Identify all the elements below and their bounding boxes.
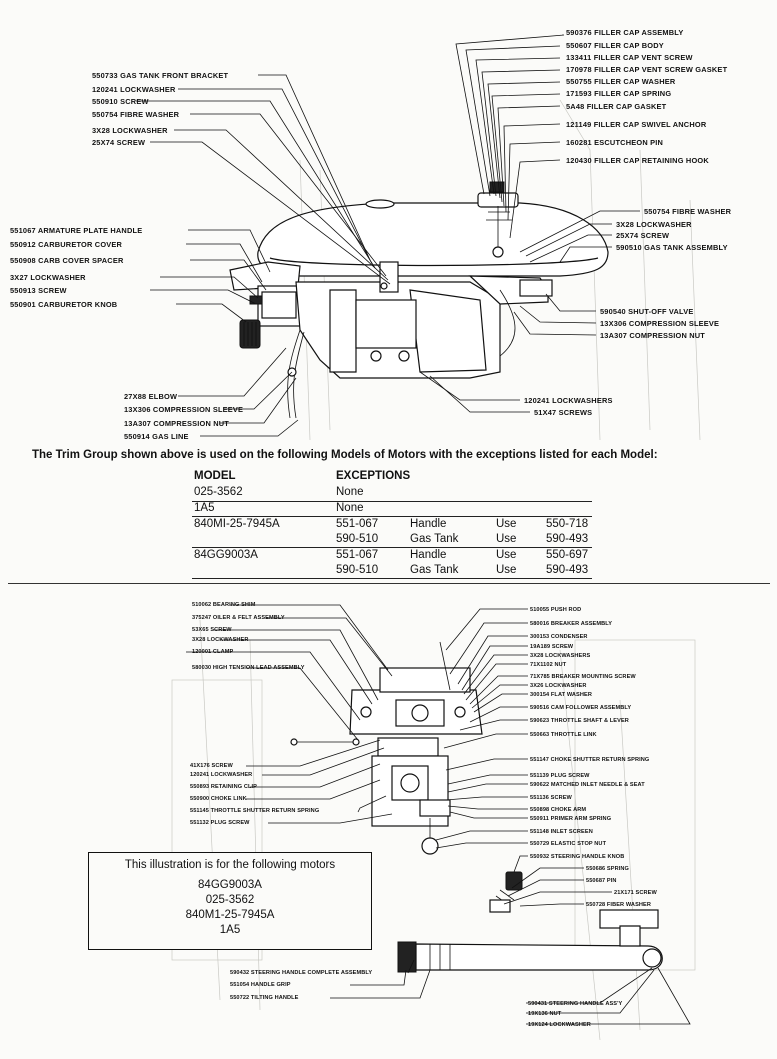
part-label: 550686 SPRING [586, 866, 629, 872]
bottom-left-labels: 510062 BEARING SHIM 375247 OILER & FELT … [190, 602, 372, 1001]
part-label: 300153 CONDENSER [530, 634, 588, 640]
section-divider [8, 583, 770, 584]
part-label: 121149 FILLER CAP SWIVEL ANCHOR [566, 120, 707, 129]
part-label: 551145 THROTTLE SHUTTER RETURN SPRING [190, 808, 319, 814]
motor-list-box: This illustration is for the following m… [88, 852, 372, 950]
part-label: 13A307 COMPRESSION NUT [600, 331, 705, 340]
part-label: 13A307 COMPRESSION NUT [124, 419, 229, 428]
motor-model: 1A5 [219, 924, 241, 936]
part-label: 3X27 LOCKWASHER [10, 273, 86, 282]
steering-handle-icon [397, 909, 663, 973]
part-label: 19A189 SCREW [530, 644, 574, 650]
part-label: 3X26 LOCKWASHER [530, 683, 587, 689]
part-label: 550932 STEERING HANDLE KNOB [530, 854, 624, 860]
part-label: 550910 SCREW [92, 97, 149, 106]
part-label: 120430 FILLER CAP RETAINING HOOK [566, 156, 709, 165]
part-label: 590516 CAM FOLLOWER ASSEMBLY [530, 705, 631, 711]
part-label: 551136 SCREW [530, 795, 573, 801]
part-label: 13X306 COMPRESSION SLEEVE [124, 405, 243, 414]
part-label: 590376 FILLER CAP ASSEMBLY [566, 28, 683, 37]
part-label: 550729 ELASTIC STOP NUT [530, 841, 607, 847]
part-label: 51X47 SCREWS [534, 408, 592, 417]
part-label: 550901 CARBURETOR KNOB [10, 300, 117, 309]
part-label: 120001 CLAMP [192, 649, 233, 655]
part-label: 550728 FIBER WASHER [586, 902, 651, 908]
part-label: 550754 FIBRE WASHER [644, 207, 732, 216]
part-label: 550898 CHOKE ARM [530, 807, 586, 813]
top-left-labels: 550733 GAS TANK FRONT BRACKET 120241 LOC… [10, 71, 243, 441]
part-label: 550900 CHOKE LINK [190, 796, 247, 802]
part-label: 550755 FILLER CAP WASHER [566, 77, 676, 86]
motor-model: 025-3562 [205, 894, 255, 906]
part-label: 580030 HIGH TENSION LEAD ASSEMBLY [192, 665, 305, 671]
part-label: 550908 CARB COVER SPACER [10, 256, 124, 265]
part-label: 13X306 COMPRESSION SLEEVE [600, 319, 719, 328]
part-label: 590432 STEERING HANDLE COMPLETE ASSEMBLY [230, 970, 372, 976]
bottom-right-labels: 510055 PUSH ROD 580016 BREAKER ASSEMBLY … [528, 607, 657, 1028]
part-label: 41X176 SCREW [190, 763, 233, 769]
part-label: 550913 SCREW [10, 286, 67, 295]
part-label: 25X74 SCREW [616, 231, 669, 240]
part-label: 120241 LOCKWASHER [92, 85, 176, 94]
part-label: 71X785 BREAKER MOUNTING SCREW [530, 674, 636, 680]
bottom-assembly-illustration [290, 641, 663, 973]
part-label: 170978 FILLER CAP VENT SCREW GASKET [566, 65, 728, 74]
part-label: 551148 INLET SCREEN [530, 829, 593, 835]
part-label: 21X171 SCREW [614, 890, 657, 896]
part-label: 551132 PLUG SCREW [190, 820, 250, 826]
part-label: 25X74 SCREW [92, 138, 145, 147]
part-label: 53X65 SCREW [192, 627, 232, 633]
part-label: 171593 FILLER CAP SPRING [566, 89, 671, 98]
part-label: 550733 GAS TANK FRONT BRACKET [92, 71, 229, 80]
part-label: 550914 GAS LINE [124, 432, 189, 441]
top-right-leader-lines [419, 34, 640, 413]
part-label: 19X136 NUT [528, 1011, 562, 1017]
part-label: 5A48 FILLER CAP GASKET [566, 102, 667, 111]
bottom-leader-lines [186, 604, 691, 1025]
part-label: 120241 LOCKWASHER [190, 772, 252, 778]
motor-list-title: This illustration is for the following m… [124, 859, 336, 871]
part-label: 120241 LOCKWASHERS [524, 396, 613, 405]
part-label: 133411 FILLER CAP VENT SCREW [566, 53, 693, 62]
part-label: 590510 GAS TANK ASSEMBLY [616, 243, 728, 252]
part-label: 3X28 LOCKWASHER [616, 220, 692, 229]
part-label: 551147 CHOKE SHUTTER RETURN SPRING [530, 757, 649, 763]
carburetor-knob-icon [239, 319, 261, 349]
part-label: 550722 TILTING HANDLE [230, 995, 299, 1001]
part-label: 19X124 LOCKWASHER [528, 1022, 591, 1028]
part-label: 550912 CARBURETOR COVER [10, 240, 123, 249]
top-right-labels: 590376 FILLER CAP ASSEMBLY 550607 FILLER… [524, 28, 732, 417]
part-label: 375247 OILER & FELT ASSEMBLY [192, 615, 285, 621]
motor-model: 840M1-25-7945A [185, 909, 275, 921]
part-label: 3X28 LOCKWASHER [92, 126, 168, 135]
part-label: 71X1102 NUT [530, 662, 567, 668]
part-label: 510055 PUSH ROD [530, 607, 581, 613]
part-label: 551139 PLUG SCREW [530, 773, 590, 779]
part-label: 551067 ARMATURE PLATE HANDLE [10, 226, 142, 235]
part-label: 590622 MATCHED INLET NEEDLE & SEAT [530, 782, 645, 788]
part-label: 551054 HANDLE GRIP [230, 982, 291, 988]
part-label: 550754 FIBRE WASHER [92, 110, 180, 119]
part-label: 300154 FLAT WASHER [530, 692, 592, 698]
part-label: 3X28 LOCKWASHER [192, 637, 249, 643]
part-label: 27X88 ELBOW [124, 392, 177, 401]
trim-group-note: The Trim Group shown above is used on th… [32, 449, 658, 461]
part-label: 510062 BEARING SHIM [192, 602, 256, 608]
part-label: 550911 PRIMER ARM SPRING [530, 816, 611, 822]
part-label: 550663 THROTTLE LINK [530, 732, 597, 738]
part-label: 550893 RETAINING CLIP [190, 784, 257, 790]
top-left-leader-lines [136, 74, 391, 437]
part-label: 550607 FILLER CAP BODY [566, 41, 664, 50]
part-label: 550687 PIN [586, 878, 617, 884]
filler-cap-icon [477, 181, 519, 258]
part-label: 590540 SHUT-OFF VALVE [600, 307, 693, 316]
part-label: 580016 BREAKER ASSEMBLY [530, 621, 612, 627]
motor-model: 84GG9003A [198, 879, 262, 891]
part-label: 3X28 LOCKWASHERS [530, 653, 591, 659]
part-label: 590623 THROTTLE SHAFT & LEVER [530, 718, 629, 724]
part-label: 590431 STEERING HANDLE ASS'Y [528, 1001, 623, 1007]
part-label: 160281 ESCUTCHEON PIN [566, 138, 663, 147]
